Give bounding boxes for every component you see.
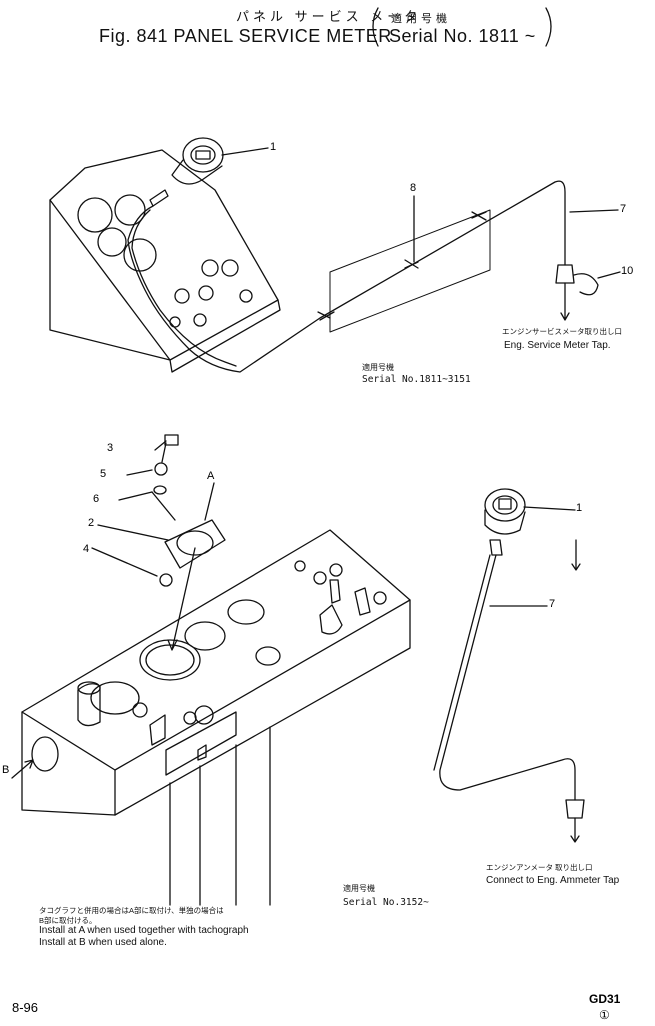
callout-3: 3 xyxy=(107,442,114,454)
callout-10: 10 xyxy=(621,265,634,277)
callout-1-bottom: 1 xyxy=(576,502,583,514)
serial-upper: Serial No.1811~3151 xyxy=(362,374,471,385)
tap-note-japanese: エンジンサービスメータ取り出し口 xyxy=(502,327,622,336)
tap-note: Eng. Service Meter Tap. xyxy=(504,340,611,351)
callout-4: 4 xyxy=(83,543,90,555)
lower-mounting-hardware xyxy=(91,434,179,587)
callout-7-bottom: 7 xyxy=(549,598,556,610)
revision-mark: ① xyxy=(599,1008,610,1022)
callout-7-top: 7 xyxy=(620,203,627,215)
callout-1-top: 1 xyxy=(270,141,277,153)
callout-B: B xyxy=(2,764,10,776)
callout-8: 8 xyxy=(410,182,417,194)
install-note-b: Install at B when used alone. xyxy=(39,937,167,948)
serial-lower-japanese: 適用号機 xyxy=(343,884,375,893)
callout-5: 5 xyxy=(100,468,107,480)
applicable-japanese: 適用号機 xyxy=(391,13,451,25)
lower-service-meter xyxy=(433,488,585,843)
serial-range-header: Serial No. 1811 ~ xyxy=(389,26,536,46)
lower-dash-panel xyxy=(21,529,411,906)
callout-2: 2 xyxy=(88,517,95,529)
install-note-a: Install at A when used together with tac… xyxy=(39,925,249,936)
model-code: GD31 xyxy=(589,992,621,1006)
install-note-japanese-1: タコグラフと併用の場合はA部に取付け、単独の場合は xyxy=(39,906,224,915)
install-point-arrows xyxy=(11,759,34,779)
ammeter-note: Connect to Eng. Ammeter Tap xyxy=(486,875,620,886)
page-number: 8-96 xyxy=(12,1000,39,1015)
gasket-plate-2 xyxy=(97,482,226,651)
upper-service-meter xyxy=(171,137,269,185)
callout-6: 6 xyxy=(93,493,100,505)
title-japanese: パネル サービス メータ xyxy=(236,9,422,24)
serial-lower: Serial No.3152~ xyxy=(343,897,429,908)
callout-A: A xyxy=(207,470,215,482)
upper-connector-and-cable xyxy=(127,180,621,373)
serial-upper-japanese: 適用号機 xyxy=(362,363,394,372)
figure-title: Fig. 841 PANEL SERVICE METER xyxy=(99,26,392,46)
ammeter-note-japanese: エンジンアンメータ 取り出し口 xyxy=(486,863,593,872)
install-note-japanese-2: B部に取付ける。 xyxy=(39,916,97,925)
upper-dash-panel xyxy=(49,149,281,373)
